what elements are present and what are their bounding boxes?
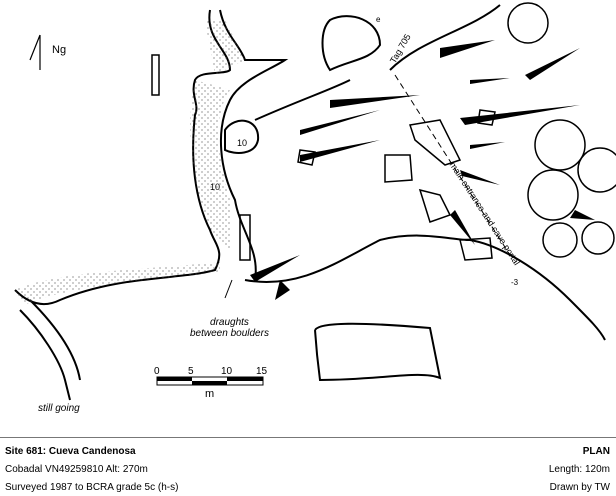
location: Cobadal VN49259810 Alt: 270m bbox=[5, 464, 148, 475]
scale-bar bbox=[156, 376, 264, 386]
scale-tick: 5 bbox=[188, 366, 194, 377]
north-label: Ng bbox=[52, 44, 67, 56]
entrance-dashed-line bbox=[394, 74, 511, 256]
label-e: e bbox=[376, 15, 381, 24]
note-line: between boulders bbox=[190, 328, 269, 339]
daylight-rays bbox=[250, 40, 595, 300]
site-title: Site 681: Cueva Candenosa bbox=[5, 446, 136, 457]
draughts-note: draughts between boulders bbox=[190, 317, 269, 339]
survey-grade: Surveyed 1987 to BCRA grade 5c (h-s) bbox=[5, 482, 179, 493]
collapse-doline bbox=[321, 15, 382, 72]
depth-label: -3 bbox=[511, 278, 519, 287]
depth-label: 10 bbox=[237, 138, 248, 148]
drawn-by: Drawn by TW bbox=[549, 482, 610, 493]
depth-label: 10 bbox=[210, 182, 221, 192]
boulders bbox=[239, 109, 496, 261]
scale-unit: m bbox=[205, 388, 215, 400]
view-type: PLAN bbox=[582, 446, 610, 457]
north-arrow bbox=[29, 34, 41, 70]
cave-length: Length: 120m bbox=[548, 464, 610, 475]
still-going-note: still going bbox=[38, 403, 80, 414]
passage-walls bbox=[14, 4, 606, 401]
scale-tick: 15 bbox=[256, 366, 268, 377]
scale-tick: 10 bbox=[221, 366, 233, 377]
scale-tick: 0 bbox=[154, 366, 160, 377]
footer-divider bbox=[0, 437, 616, 438]
note-line: draughts bbox=[210, 317, 249, 328]
rock-pillar bbox=[151, 54, 160, 96]
cave-survey-map bbox=[14, 2, 616, 401]
trees bbox=[507, 2, 616, 258]
